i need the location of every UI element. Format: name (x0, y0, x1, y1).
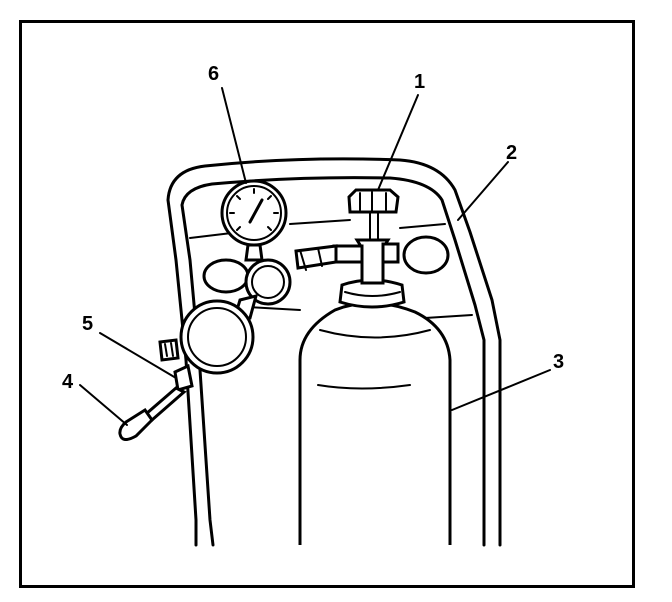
regulator-bonnet-inner (187, 307, 247, 367)
leader-line-5 (99, 332, 177, 379)
gauge-needle (248, 198, 264, 224)
leader-line-6 (221, 87, 247, 184)
cylinder-neck-ring (344, 291, 401, 297)
knob-ridges (164, 342, 174, 357)
callout-label-1: 1 (414, 71, 426, 93)
cylinder-shoulder-mark (317, 384, 411, 390)
regulator-hose (294, 244, 338, 270)
leader-line-2 (457, 161, 509, 221)
cart-hole-right (402, 235, 450, 275)
valve-side-port (381, 242, 400, 264)
regulator-bonnet (179, 299, 255, 375)
outlet-valve-knob (158, 338, 180, 362)
cylinder-neck (338, 278, 406, 309)
gauge-stem (244, 243, 264, 262)
cart-outer-outline (166, 157, 502, 547)
cylinder-band (319, 329, 431, 339)
callout-label-5: 5 (82, 313, 94, 335)
hose-fitting (299, 247, 323, 271)
gas-cylinder (298, 301, 452, 545)
discharge-hose (143, 386, 187, 423)
callout-label-6: 6 (208, 63, 220, 85)
valve-outlet (332, 244, 364, 264)
diagram-border (19, 20, 635, 588)
outlet-valve (173, 363, 194, 392)
regulator-body-inner (251, 265, 285, 299)
pressure-gauge-face (226, 185, 282, 241)
valve-handwheel (347, 188, 400, 214)
hose-nozzle (118, 407, 154, 441)
cart-hole-left (202, 258, 250, 294)
callout-label-3: 3 (553, 351, 565, 373)
gauge-tick-marks (229, 188, 279, 231)
callout-label-2: 2 (506, 142, 518, 164)
leader-line-4 (79, 384, 128, 426)
valve-stem (369, 211, 379, 241)
callout-label-4: 4 (62, 371, 74, 393)
handwheel-ridges (359, 191, 387, 212)
leader-line-1 (377, 94, 419, 191)
cart-inner-outline (180, 176, 486, 547)
leader-line-3 (451, 369, 551, 411)
